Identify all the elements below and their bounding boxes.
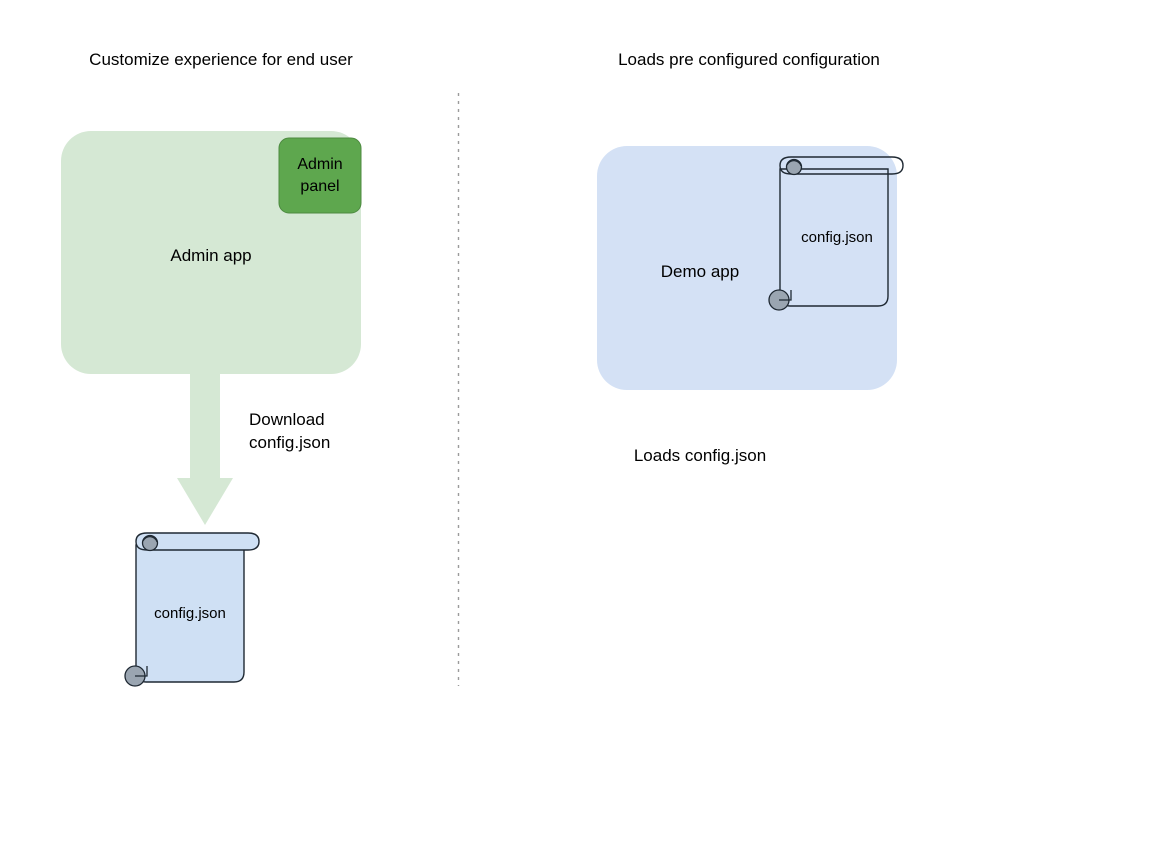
document-top-curl-notch [786, 160, 802, 167]
left-section-title: Customize experience for end user [89, 50, 353, 69]
document-top-curl-icon [141, 534, 159, 552]
demo-app-label: Demo app [660, 262, 740, 281]
document-bottom-curl-notch [779, 290, 792, 301]
download-arrow [177, 368, 233, 525]
download-arrow-label: Download config.json [249, 410, 331, 453]
config-json-document-right[interactable] [768, 156, 904, 311]
config-json-label-left: config.json [154, 605, 226, 622]
admin-panel-box[interactable] [278, 137, 362, 214]
admin-app-label: Admin app [170, 246, 252, 265]
document-top-curl-icon [785, 158, 803, 176]
document-top-curl-notch [142, 536, 158, 543]
right-section-title: Loads pre configured configuration [618, 50, 880, 69]
loads-config-caption: Loads config.json [633, 446, 767, 465]
document-bottom-curl-notch [135, 666, 148, 677]
document-top-roll [135, 532, 260, 551]
admin-panel-label: Admin panel [297, 156, 343, 195]
config-json-label-right: config.json [801, 229, 873, 246]
document-top-roll [779, 156, 904, 175]
demo-app-box[interactable] [597, 146, 897, 390]
config-json-document-left[interactable] [124, 532, 260, 687]
